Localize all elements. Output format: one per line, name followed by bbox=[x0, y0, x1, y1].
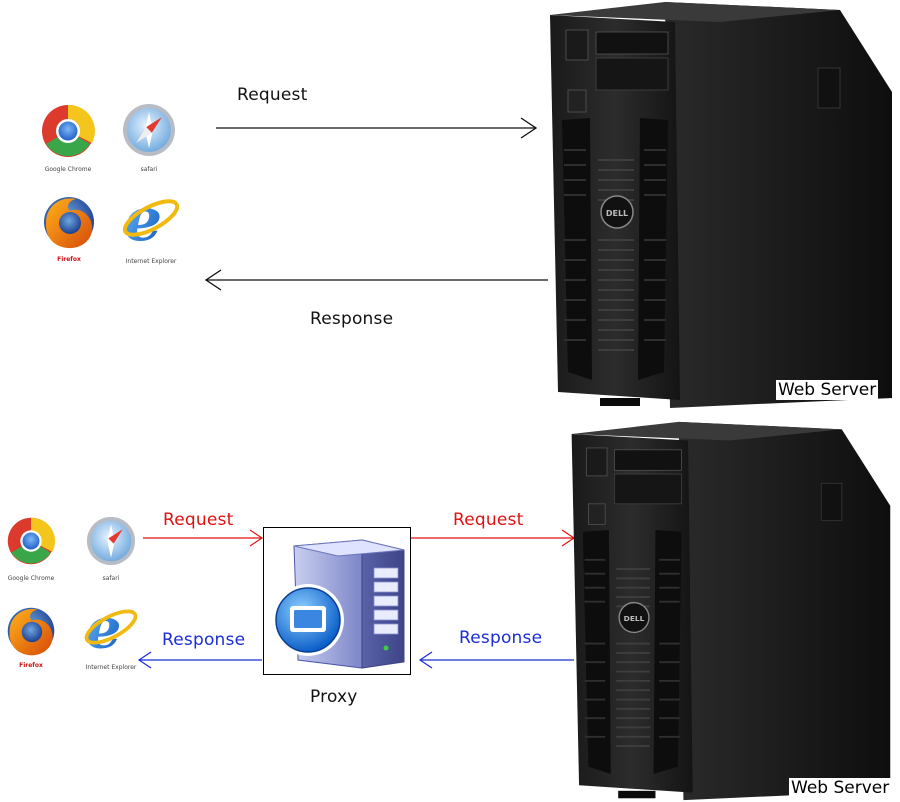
safari-icon bbox=[86, 516, 136, 566]
safari-icon bbox=[123, 104, 175, 156]
server-tower-icon: DELL bbox=[550, 2, 892, 408]
response-label-right: Response bbox=[459, 628, 543, 648]
safari-caption: safari bbox=[140, 166, 158, 173]
ie-caption-bottom: Internet Explorer bbox=[85, 664, 137, 671]
request-label-right: Request bbox=[453, 510, 524, 530]
proxy-server-icon bbox=[272, 539, 406, 670]
chrome-caption-bottom: Google Chrome bbox=[7, 575, 55, 582]
dell-logo: DELL bbox=[624, 614, 645, 623]
firefox-icon bbox=[7, 607, 55, 656]
chrome-caption: Google Chrome bbox=[44, 166, 92, 173]
chrome-icon bbox=[7, 517, 56, 565]
request-label-left: Request bbox=[163, 510, 234, 530]
top-request-label: Request bbox=[237, 85, 308, 105]
response-label-left: Response bbox=[162, 630, 246, 650]
firefox-icon bbox=[44, 197, 94, 249]
server-tower-icon: DELL bbox=[571, 421, 891, 801]
firefox-caption-bottom: Firefox bbox=[19, 662, 43, 669]
chrome-icon bbox=[42, 104, 95, 157]
firefox-caption: Firefox bbox=[57, 256, 81, 263]
top-response-label: Response bbox=[310, 309, 394, 329]
ie-icon: e bbox=[122, 185, 180, 255]
bottom-web-server-label: Web Server bbox=[789, 778, 892, 798]
ie-icon: e bbox=[84, 596, 138, 662]
safari-caption-bottom: safari bbox=[102, 575, 120, 582]
ie-caption: Internet Explorer bbox=[125, 258, 177, 265]
dell-logo: DELL bbox=[606, 209, 628, 218]
proxy-label: Proxy bbox=[310, 687, 358, 707]
top-web-server-label: Web Server bbox=[776, 380, 879, 400]
proxy-box bbox=[263, 527, 411, 675]
